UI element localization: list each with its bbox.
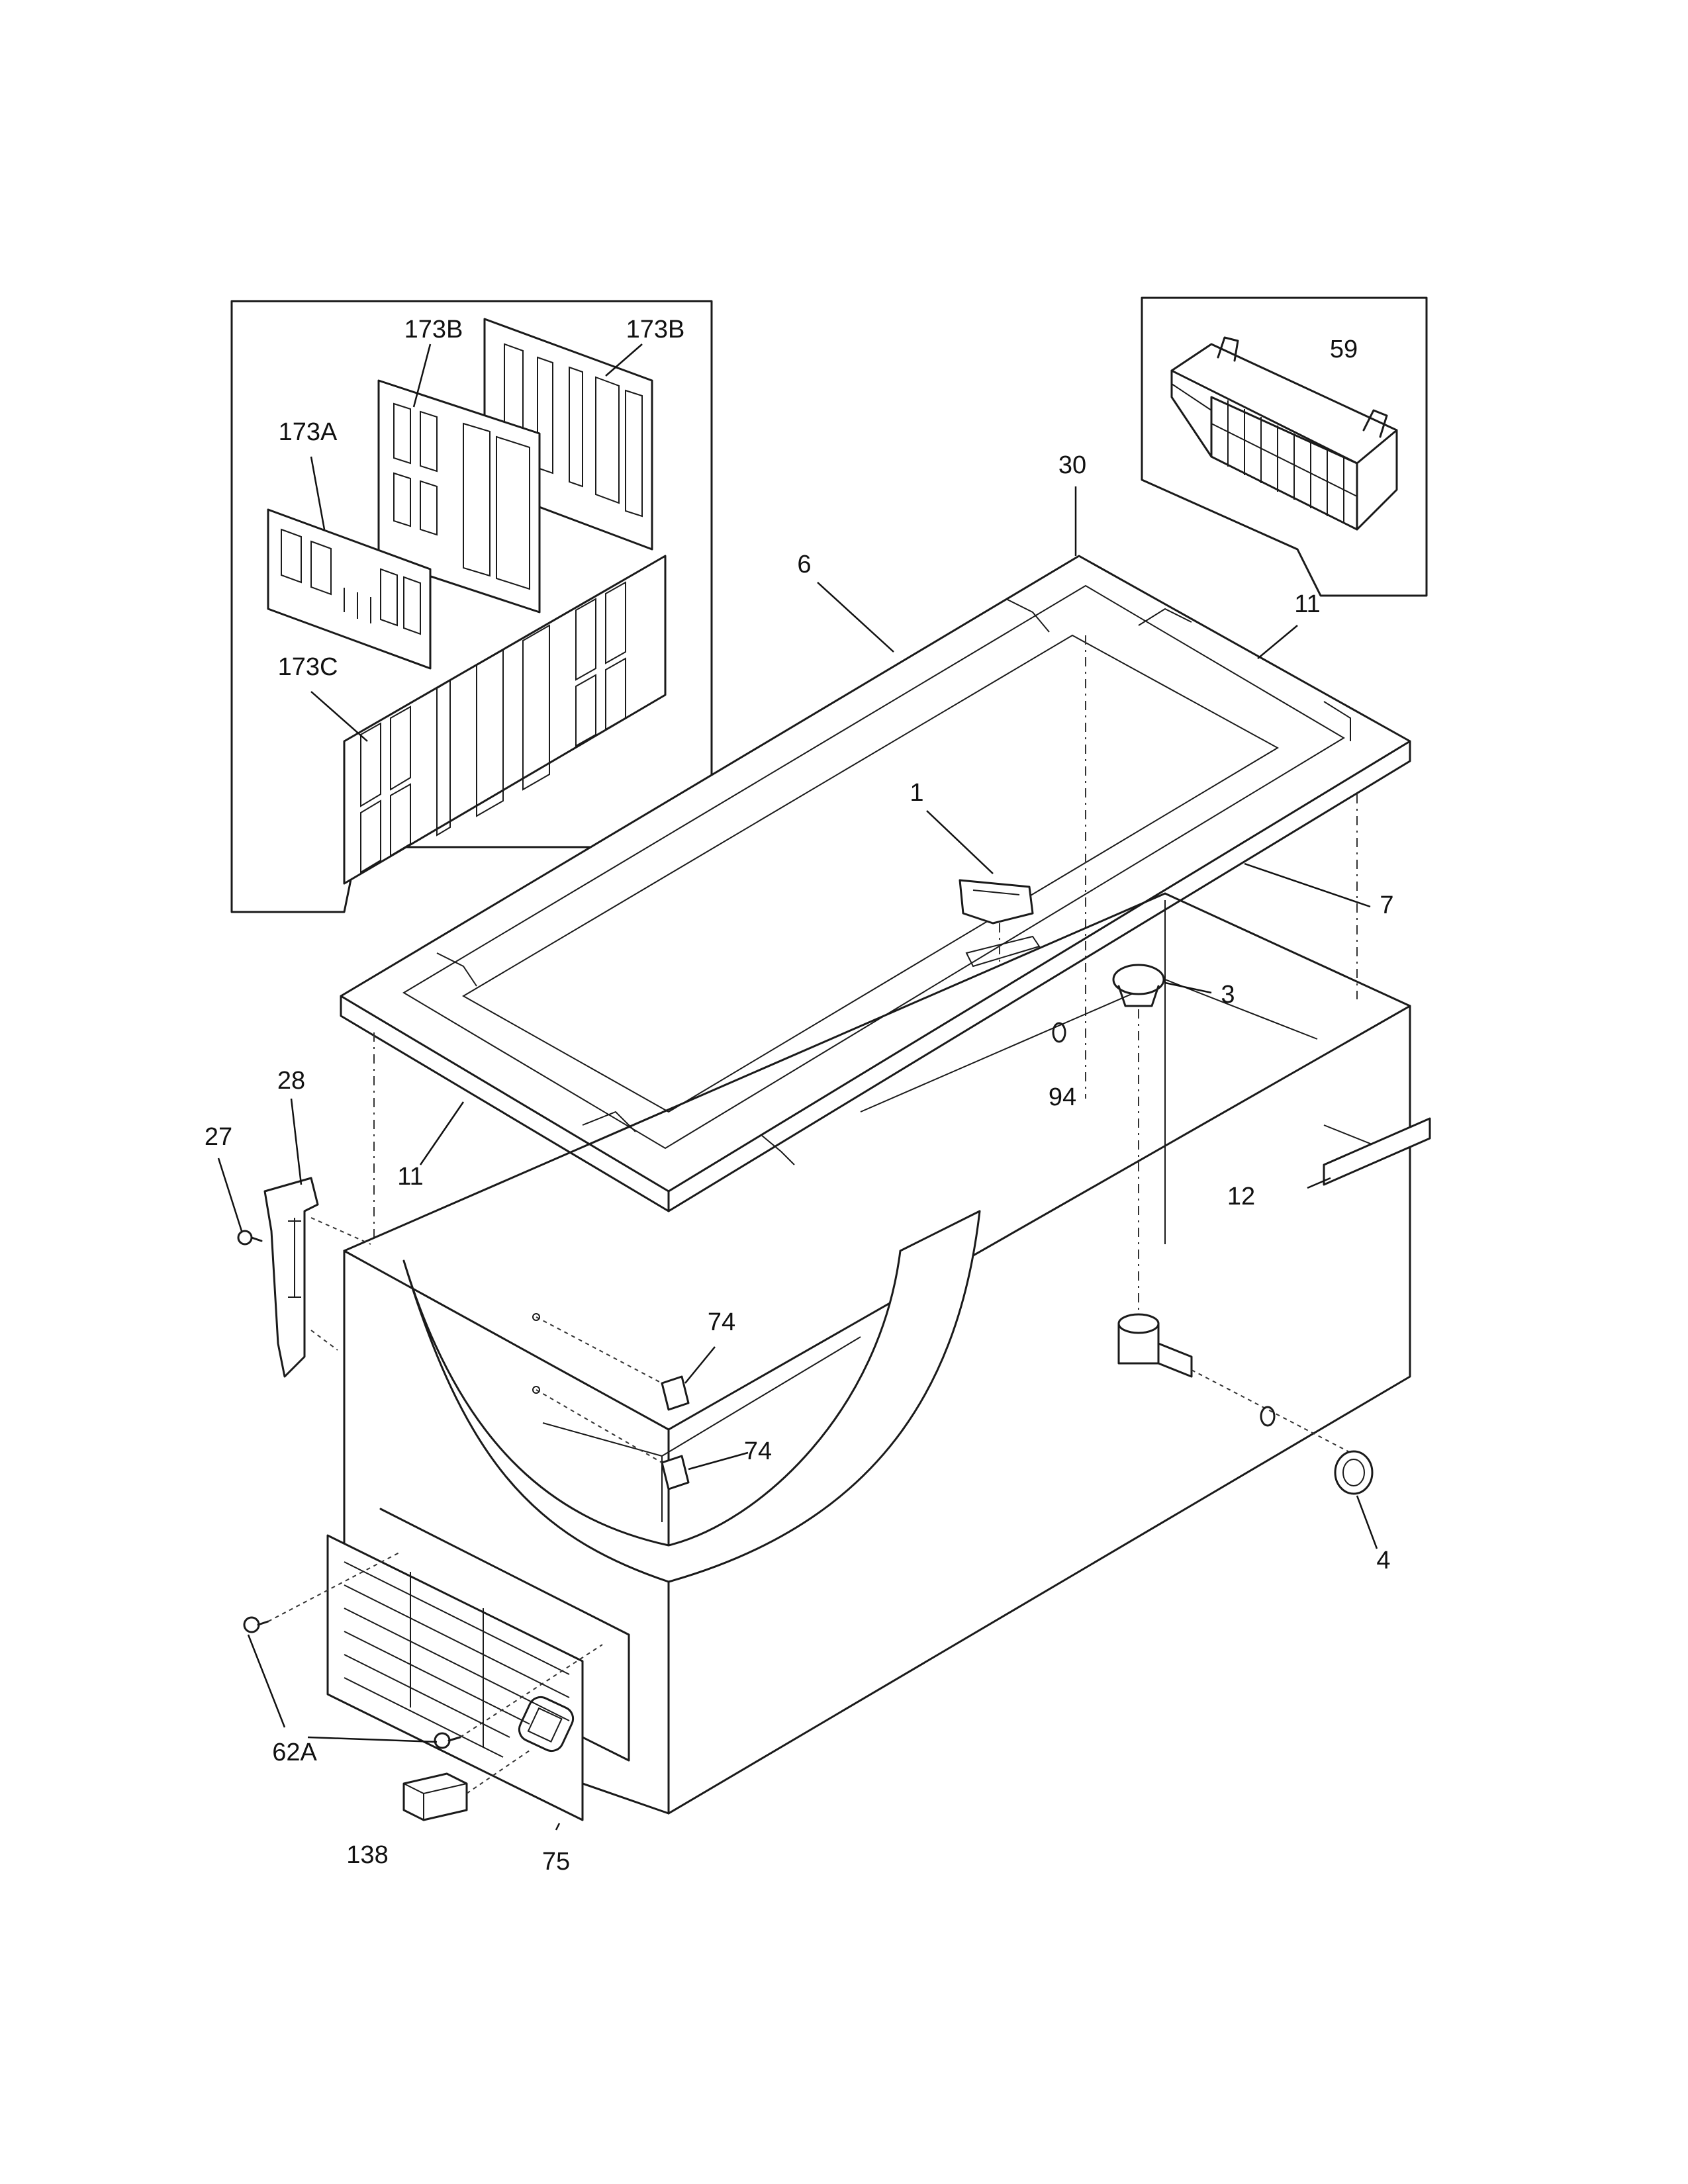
callout-94: 94: [1049, 1083, 1076, 1111]
lid-gasket-frame: [340, 555, 1411, 1238]
divider-173A: [267, 508, 432, 670]
basket-inset-panel: [1141, 296, 1428, 597]
callout-11-bottom: 11: [397, 1163, 423, 1191]
callout-12: 12: [1227, 1183, 1255, 1210]
divider-inset-panel: [230, 300, 713, 913]
callout-173B-right: 173B: [626, 316, 685, 343]
callout-7: 7: [1380, 891, 1393, 919]
lid-hinge: [263, 1177, 371, 1378]
callout-11-top: 11: [1294, 590, 1320, 618]
drain-fitting: [1117, 1313, 1358, 1457]
callout-6: 6: [797, 551, 811, 578]
callout-28: 28: [277, 1067, 305, 1095]
leader-lines: [217, 343, 1378, 1831]
callout-30: 30: [1058, 451, 1086, 479]
drain-cap: [1334, 1450, 1374, 1495]
shelf-brackets: [532, 1313, 690, 1490]
front-grille: [326, 1508, 630, 1821]
callout-27: 27: [205, 1123, 232, 1151]
lid-handle: [959, 879, 1041, 968]
callout-labels: 173B 173B 173A 173C 59 30 6 11 1 7 3 94 …: [205, 316, 1394, 1876]
callout-1: 1: [910, 779, 923, 807]
callout-4: 4: [1376, 1547, 1390, 1574]
callout-138: 138: [346, 1841, 388, 1869]
divider-173B-center: [377, 379, 541, 614]
callout-74-lower: 74: [744, 1437, 772, 1465]
callout-173B-center: 173B: [404, 316, 463, 343]
callout-74-upper: 74: [708, 1308, 735, 1336]
callout-59: 59: [1330, 336, 1358, 363]
drain-plug-cap: [1112, 964, 1165, 1317]
callout-75: 75: [542, 1848, 570, 1876]
control-switch: [402, 1750, 530, 1821]
callout-173C: 173C: [278, 653, 338, 681]
grille-screws: [243, 1551, 603, 1749]
divider-173C: [343, 555, 667, 885]
storage-basket: [1170, 336, 1398, 531]
hinge-screw: [237, 1230, 263, 1246]
callout-173A: 173A: [279, 418, 338, 446]
rating-label: [1323, 1117, 1431, 1186]
small-gasket: [1052, 1022, 1066, 1043]
callout-3: 3: [1221, 981, 1235, 1009]
callout-62A: 62A: [272, 1739, 317, 1766]
